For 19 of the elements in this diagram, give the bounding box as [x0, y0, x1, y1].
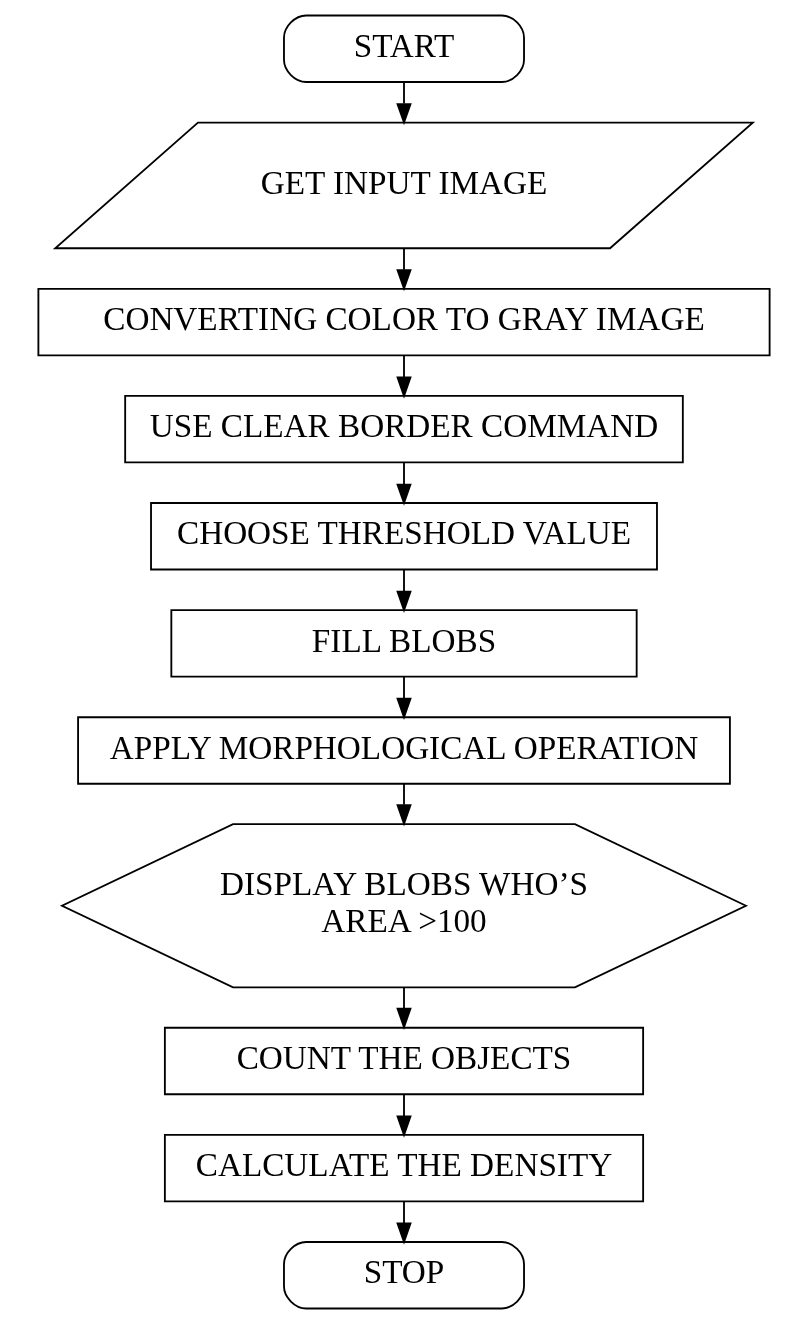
- arrow: [396, 81, 412, 126]
- node-box: COUNT THE OBJECTS: [163, 1026, 645, 1096]
- node-box: CHOOSE THRESHOLD VALUE: [150, 502, 658, 571]
- node-box: START: [283, 14, 525, 83]
- node-box: CONVERTING COLOR TO GRAY IMAGE: [37, 287, 771, 357]
- arrow: [396, 782, 412, 827]
- arrow: [396, 461, 412, 506]
- arrow: [396, 354, 412, 399]
- arrow: [396, 675, 412, 721]
- arrow: [396, 247, 412, 292]
- node-box: FILL BLOBS: [170, 609, 638, 678]
- arrow: [396, 568, 412, 613]
- node-box: STOP: [283, 1241, 525, 1310]
- arrow: [396, 1200, 412, 1245]
- node-box: CALCULATE THE DENSITY: [163, 1133, 645, 1203]
- arrow: [396, 1093, 412, 1138]
- node-box: USE CLEAR BORDER COMMAND: [124, 395, 684, 464]
- arrow: [396, 986, 412, 1030]
- node-box: APPLY MORPHOLOGICAL OPERATION: [77, 716, 731, 785]
